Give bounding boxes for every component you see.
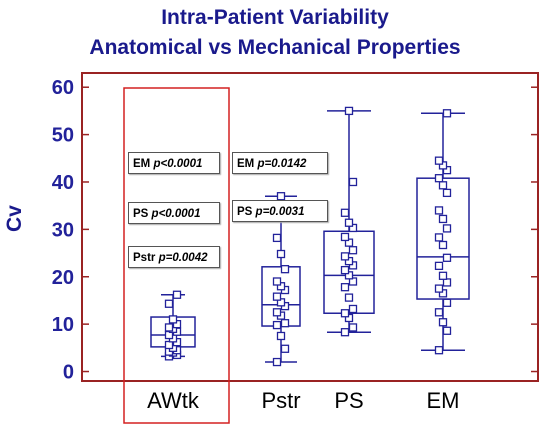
box-em-point xyxy=(438,214,448,224)
box-ps-point xyxy=(340,328,350,337)
x-tick-label-pstr: Pstr xyxy=(261,388,300,413)
chart-title-line2: Anatomical vs Mechanical Properties xyxy=(89,36,461,59)
box-awtk-point xyxy=(164,299,174,308)
box-em-point xyxy=(442,278,452,287)
chart-title-line1: Intra-Patient Variability xyxy=(161,6,389,29)
box-ps-point xyxy=(344,106,354,116)
box-pstr-point xyxy=(272,233,282,243)
box-ps-point xyxy=(348,246,358,255)
box-em-point xyxy=(434,346,444,355)
box-ps-point xyxy=(340,265,350,275)
box-em-point xyxy=(438,318,448,327)
box-pstr-point xyxy=(276,192,286,201)
box-awtk-point xyxy=(172,290,182,299)
box-awtk-point xyxy=(164,323,174,332)
box-ps-point xyxy=(340,252,350,261)
box-em-point xyxy=(442,253,452,262)
box-awtk-point xyxy=(168,315,178,324)
box-em-point xyxy=(442,188,452,198)
box-pstr-point xyxy=(280,265,290,274)
box-pstr-point xyxy=(280,319,290,328)
box-ps-point xyxy=(348,323,358,332)
box-ps-point xyxy=(348,177,358,187)
box-awtk-point xyxy=(164,340,174,350)
box-pstr-point xyxy=(272,357,282,367)
box-em-point xyxy=(442,109,452,118)
box-pstr-point xyxy=(276,331,286,341)
annotation-awtk-pstr: Pstr p=0.0042 xyxy=(128,246,220,268)
y-tick-label: 20 xyxy=(52,267,74,289)
annotation-awtk-ps: PS p<0.0001 xyxy=(128,202,220,224)
box-em-point xyxy=(438,271,448,280)
box-pstr-point xyxy=(272,277,282,286)
x-tick-label-em: EM xyxy=(427,388,460,413)
box-em-point xyxy=(434,174,444,183)
box-ps-point xyxy=(348,304,358,314)
y-tick-label: 40 xyxy=(52,172,74,194)
box-ps-point xyxy=(340,208,350,217)
box-em-point xyxy=(438,181,448,190)
box-pstr-point xyxy=(272,308,282,317)
box-em-point xyxy=(434,261,444,271)
box-ps-point xyxy=(344,293,354,302)
y-tick-label: 0 xyxy=(63,362,74,384)
plot-frame xyxy=(81,72,539,382)
box-em-point xyxy=(434,308,444,317)
y-tick-label: 60 xyxy=(52,77,74,99)
box-ps-point xyxy=(344,218,354,227)
box-pstr-point xyxy=(272,292,282,301)
x-tick-label-awtk: AWtk xyxy=(147,388,200,413)
box-ps-point xyxy=(340,283,350,292)
annotation-pstr-em: EM p=0.0142 xyxy=(232,152,328,174)
box-pstr-point xyxy=(280,344,290,353)
box-em-point xyxy=(442,224,452,233)
box-ps-point xyxy=(340,309,350,318)
box-em-point xyxy=(434,233,444,242)
annotation-pstr-ps: PS p=0.0031 xyxy=(232,200,328,222)
box-em-point xyxy=(434,206,444,215)
box-pstr-point xyxy=(272,320,282,330)
box-em-point xyxy=(434,284,444,293)
awtk-highlight-box xyxy=(123,87,230,424)
y-tick-label: 50 xyxy=(52,125,74,147)
annotation-awtk-em: EM p<0.0001 xyxy=(128,152,220,174)
box-ps-point xyxy=(340,232,350,242)
y-tick-label: 30 xyxy=(52,219,74,241)
box-em-point xyxy=(442,326,452,335)
box-em-point xyxy=(442,298,452,307)
y-tick-label: 10 xyxy=(52,314,74,336)
x-tick-label-ps: PS xyxy=(334,388,363,413)
box-em-point xyxy=(438,240,448,250)
box-pstr-point xyxy=(276,249,286,259)
box-em-point xyxy=(434,156,444,165)
